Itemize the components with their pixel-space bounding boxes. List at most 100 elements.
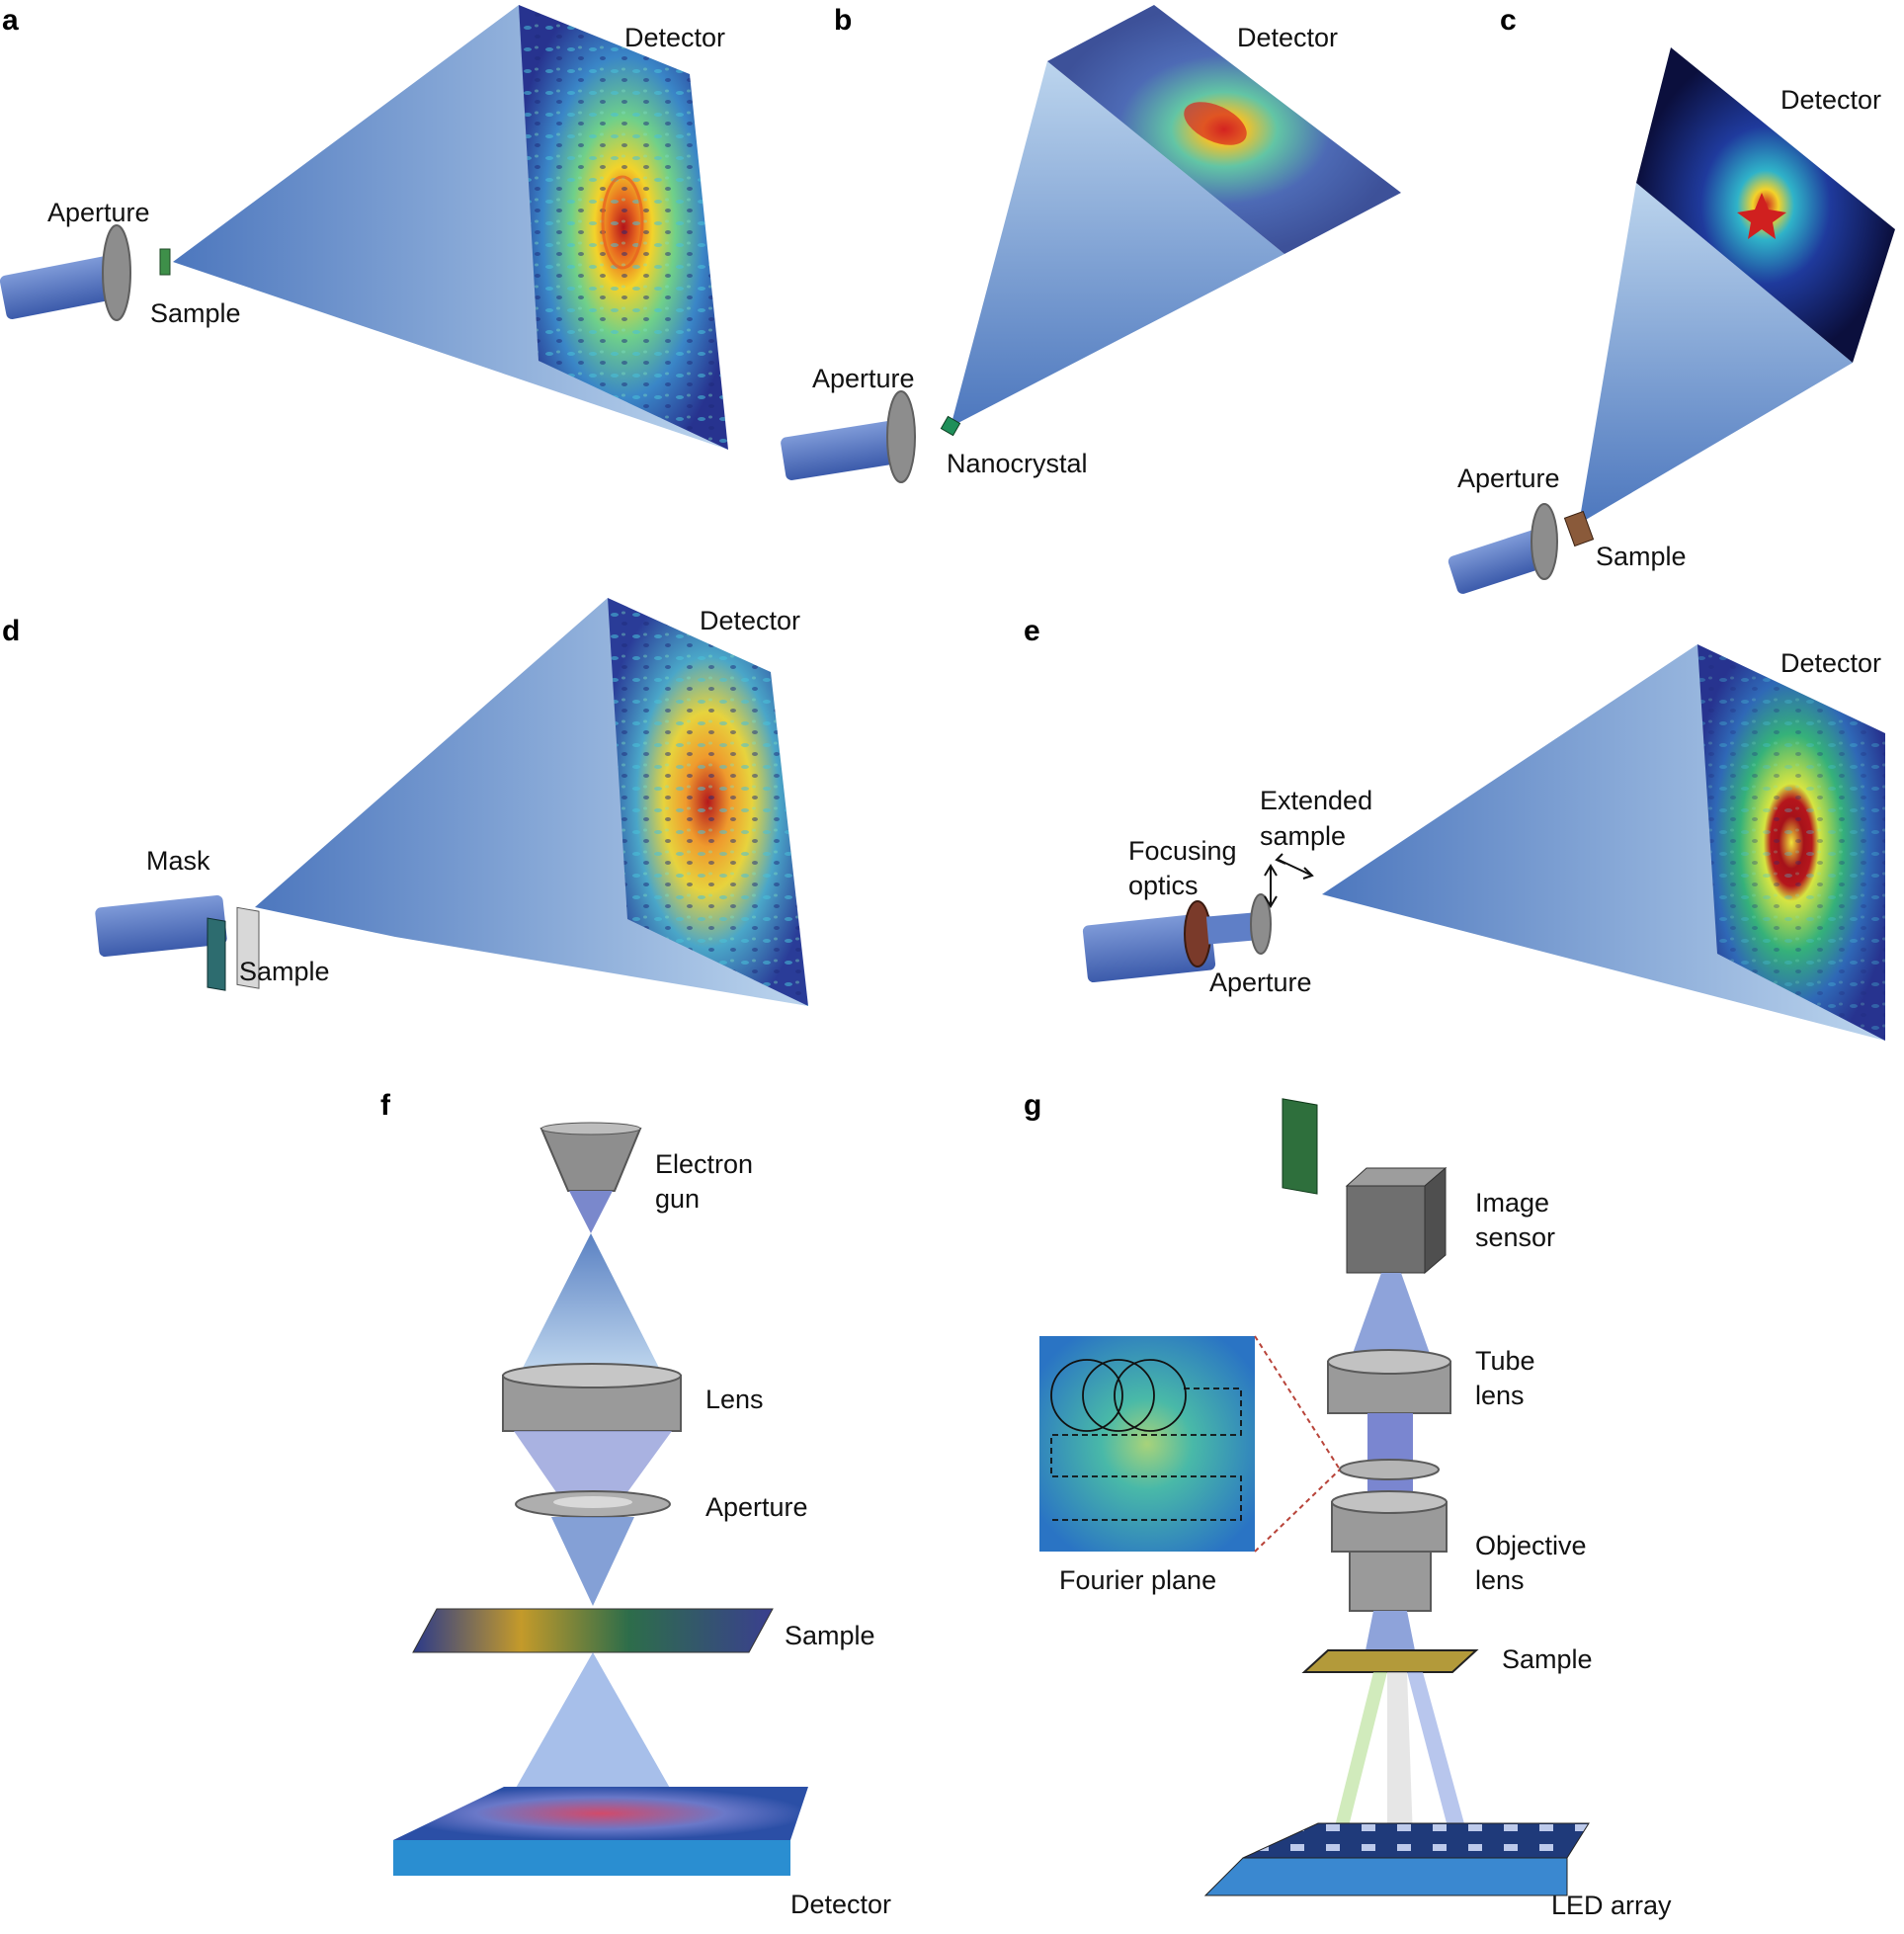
- panel-g: g Image sensor Tube lens Objective lens …: [1024, 1089, 1672, 1920]
- panel-f-gun-label-1: Electron: [655, 1149, 753, 1179]
- panel-g-fourier-plane: [1039, 1336, 1255, 1552]
- panel-g-objective-nose: [1349, 1551, 1432, 1612]
- panel-b-incident-beam: [781, 420, 903, 480]
- panel-c-detector-label: Detector: [1780, 85, 1881, 115]
- panel-c-incident-beam: [1448, 529, 1552, 594]
- panel-f: f Electron gun Lens Aperture Sample Dete…: [380, 1089, 891, 1919]
- panel-f-lens-label: Lens: [705, 1385, 764, 1414]
- panel-g-fourier-circles: [1050, 1359, 1187, 1432]
- panel-f-electron-gun: [539, 1128, 642, 1192]
- panel-a-aperture-label: Aperture: [47, 198, 150, 227]
- panel-c: c Aperture Sample Detector: [1448, 4, 1895, 594]
- panel-c-detector-star: [1737, 193, 1786, 239]
- panel-g-letter: g: [1024, 1089, 1041, 1122]
- panel-e-extended-label-2: sample: [1260, 821, 1346, 851]
- panel-a: a Aperture Sample Detector: [0, 4, 728, 450]
- panel-d-letter: d: [2, 615, 20, 647]
- panel-g-tube-lens-top: [1327, 1349, 1451, 1375]
- panel-b-letter: b: [834, 4, 852, 37]
- panel-g-fourier-aperture: [1339, 1459, 1440, 1480]
- panel-c-aperture: [1531, 503, 1558, 580]
- panel-c-sample-label: Sample: [1596, 542, 1687, 571]
- panel-b-nanocrystal-label: Nanocrystal: [947, 449, 1088, 478]
- panel-f-lens-top: [502, 1363, 682, 1388]
- panel-g-fourier-label: Fourier plane: [1059, 1565, 1216, 1595]
- panel-f-sample-label: Sample: [785, 1621, 875, 1650]
- panel-d-detector-speckle: [608, 598, 808, 1006]
- panel-f-cone-detector: [494, 1652, 692, 1826]
- panel-g-tube-label-1: Tube: [1475, 1346, 1535, 1376]
- panel-b: b Aperture Nanocrystal Detector: [781, 4, 1401, 483]
- panel-d-mask: [207, 917, 226, 991]
- panel-d: d Mask Sample Detector: [2, 598, 808, 1006]
- panel-f-detector-label: Detector: [790, 1890, 891, 1919]
- panel-g-beam-upper: [1350, 1273, 1433, 1362]
- panel-f-letter: f: [380, 1089, 391, 1122]
- panel-a-incident-beam: [0, 254, 124, 319]
- panel-f-cone-mid: [514, 1431, 672, 1492]
- panel-e-extended-label-1: Extended: [1260, 786, 1372, 815]
- panel-e-extended-sample: [1282, 1098, 1318, 1195]
- panel-c-beam-cone: [1579, 183, 1853, 524]
- panel-a-detector-speckle: [519, 5, 728, 450]
- panel-f-aperture-label: Aperture: [705, 1492, 808, 1522]
- panel-e-aperture: [1250, 893, 1272, 955]
- panel-c-aperture-label: Aperture: [1457, 463, 1560, 493]
- panel-e-detector-label: Detector: [1780, 648, 1881, 678]
- panel-f-detector-side: [393, 1840, 790, 1876]
- panel-d-sample: [236, 906, 260, 989]
- panel-f-detector: [393, 1787, 808, 1840]
- panel-e-scan-arrow-horizontal: [1275, 853, 1314, 880]
- panel-d-sample-label: Sample: [239, 957, 330, 986]
- panel-e-aperture-label: Aperture: [1209, 967, 1312, 997]
- panel-b-nanocrystal: [940, 415, 961, 437]
- panel-e-focusing-optics: [1184, 900, 1211, 967]
- panel-a-sample: [159, 248, 171, 276]
- panel-f-gun-beam: [569, 1191, 613, 1233]
- panel-e-focusing-label-2: optics: [1128, 871, 1199, 900]
- panel-g-illumination-blue: [1407, 1672, 1468, 1838]
- panel-g-objective-top: [1331, 1490, 1448, 1514]
- panel-e: e Focusing optics Extended sample Apertu…: [1024, 615, 1885, 1195]
- panel-f-aperture-hole: [553, 1496, 632, 1508]
- panel-e-letter: e: [1024, 615, 1040, 647]
- panel-f-sample: [412, 1608, 774, 1653]
- panel-g-tube-label-2: lens: [1475, 1381, 1525, 1410]
- panel-g-image-sensor: [1346, 1185, 1426, 1274]
- panel-a-detector-label: Detector: [624, 23, 725, 52]
- panel-a-detector-rings: [601, 175, 644, 270]
- panel-g-illumination-green: [1332, 1672, 1387, 1838]
- panel-g-objective-label-2: lens: [1475, 1565, 1525, 1595]
- panel-a-sample-label: Sample: [150, 298, 241, 328]
- panel-a-letter: a: [2, 4, 19, 37]
- panel-e-detector-speckle: [1697, 644, 1885, 1041]
- panel-d-mask-label: Mask: [146, 846, 210, 876]
- panel-g-objective-label-1: Objective: [1475, 1531, 1587, 1560]
- panel-g-led-label: LED array: [1551, 1891, 1672, 1920]
- panel-c-sample: [1563, 510, 1595, 547]
- panel-g-callout-bottom: [1254, 1469, 1341, 1553]
- panel-f-cone-upper: [520, 1233, 662, 1374]
- panel-g-illumination-white: [1387, 1672, 1413, 1838]
- panel-g-sample: [1301, 1649, 1479, 1673]
- panel-e-focusing-label-1: Focusing: [1128, 836, 1237, 866]
- panel-c-letter: c: [1500, 4, 1517, 37]
- panel-g-image-sensor-side: [1424, 1166, 1447, 1275]
- panel-b-beam-cone: [951, 61, 1284, 427]
- panel-g-fourier-scan-path: [1050, 1387, 1242, 1521]
- panel-g-beam-lower: [1364, 1611, 1417, 1660]
- panel-g-sensor-label-1: Image: [1475, 1188, 1549, 1218]
- panel-b-detector-label: Detector: [1237, 23, 1338, 52]
- panel-d-detector-label: Detector: [700, 606, 800, 635]
- panel-f-gun-label-2: gun: [655, 1184, 700, 1214]
- panel-b-aperture: [886, 390, 916, 483]
- panel-g-sensor-label-2: sensor: [1475, 1222, 1555, 1252]
- panel-a-aperture: [102, 224, 131, 321]
- panel-f-gun-top: [540, 1122, 641, 1135]
- panel-g-led-array: [1242, 1822, 1590, 1859]
- panel-e-scan-arrow-vertical: [1264, 864, 1278, 908]
- panel-e-incident-beam: [1082, 912, 1216, 983]
- panel-b-detector-center: [1184, 102, 1247, 145]
- panel-d-incident-beam: [95, 894, 227, 958]
